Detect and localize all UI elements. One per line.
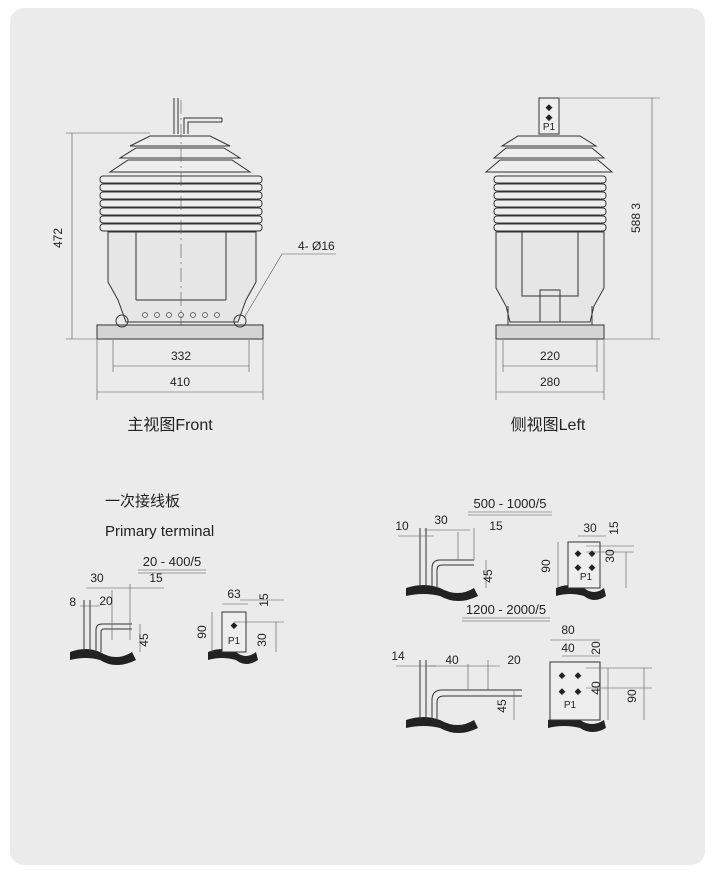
v1-dim-90: 90 [195, 625, 209, 639]
terminal-variant-1: 20 - 400/5 8 30 20 15 45 ◆ P1 63 15 90 3… [69, 554, 284, 665]
svg-text:◆: ◆ [546, 102, 553, 112]
svg-text:◆: ◆ [575, 686, 582, 696]
variant-3-ratio: 1200 - 2000/5 [466, 602, 546, 617]
v2-plate-dim-30b: 30 [603, 549, 617, 563]
svg-text:◆: ◆ [559, 670, 566, 680]
terminal-variant-3: 1200 - 2000/5 14 40 20 45 ◆ ◆ ◆ ◆ P1 80 … [391, 602, 652, 733]
v3-dim-45: 45 [495, 699, 509, 713]
v3-plate-mark: P1 [564, 700, 577, 711]
terminal-variant-2: 500 - 1000/5 10 30 15 45 ◆ ◆ ◆ ◆ P1 30 1… [395, 496, 634, 601]
svg-text:◆: ◆ [589, 562, 596, 572]
front-holes-dim: 4- Ø16 [298, 239, 335, 253]
svg-text:◆: ◆ [575, 670, 582, 680]
left-outer-width-dim: 280 [540, 375, 560, 389]
svg-text:◆: ◆ [575, 562, 582, 572]
front-inner-width-dim: 332 [171, 349, 191, 363]
front-sheds [99, 175, 263, 232]
svg-text:◆: ◆ [575, 548, 582, 558]
v2-plate-dim-30: 30 [583, 521, 597, 535]
terminal-title-cn: 一次接线板 [105, 492, 180, 510]
v3-dim-14: 14 [391, 649, 405, 663]
v1-dim-20: 20 [99, 594, 113, 608]
v1-plate-dim-30: 30 [255, 633, 269, 647]
left-terminal-mark: P1 [543, 122, 556, 133]
front-height-dim: 472 [51, 228, 65, 248]
left-sheds [493, 175, 607, 232]
left-view: ◆ ◆ P1 588 3 220 [484, 97, 660, 434]
left-height-dim: 588 3 [629, 203, 643, 233]
left-inner-width-dim: 220 [540, 349, 560, 363]
variant-2-ratio: 500 - 1000/5 [473, 496, 546, 511]
front-caption: 主视图Front [127, 416, 213, 434]
terminal-title-en: Primary terminal [105, 523, 214, 540]
v3-plate-dim-20: 20 [589, 641, 603, 655]
front-view: 472 4- Ø16 332 410 主视图Front [51, 98, 336, 434]
v1-dim-63: 63 [227, 587, 241, 601]
v2-plate-dim-15: 15 [607, 521, 621, 535]
v1-dim-45: 45 [137, 633, 151, 647]
left-caption: 侧视图Left [511, 416, 586, 434]
v1-plate-mark: P1 [228, 636, 241, 647]
v1-dim-8: 8 [69, 595, 76, 609]
v3-plate-dim-80: 80 [561, 623, 575, 637]
svg-text:◆: ◆ [231, 620, 238, 630]
v2-dim-45: 45 [481, 569, 495, 583]
v3-plate-dim-40: 40 [561, 641, 575, 655]
v3-dim-20: 20 [507, 653, 521, 667]
svg-text:◆: ◆ [559, 686, 566, 696]
v2-plate-dim-90: 90 [539, 559, 553, 573]
v1-plate-dim-15: 15 [257, 593, 271, 607]
v3-dim-40: 40 [445, 653, 459, 667]
v2-dim-15: 15 [489, 519, 503, 533]
v1-dim-30: 30 [90, 571, 104, 585]
v3-plate-dim-40b: 40 [589, 681, 603, 695]
v2-dim-30: 30 [434, 513, 448, 527]
v2-plate-mark: P1 [580, 572, 593, 583]
v3-plate-dim-90: 90 [625, 689, 639, 703]
svg-text:◆: ◆ [546, 112, 553, 122]
svg-text:◆: ◆ [589, 548, 596, 558]
front-secondary-terminals [142, 312, 220, 318]
v2-dim-10: 10 [395, 519, 409, 533]
variant-1-ratio: 20 - 400/5 [143, 554, 202, 569]
v1-dim-15: 15 [149, 571, 163, 585]
front-outer-width-dim: 410 [170, 375, 190, 389]
